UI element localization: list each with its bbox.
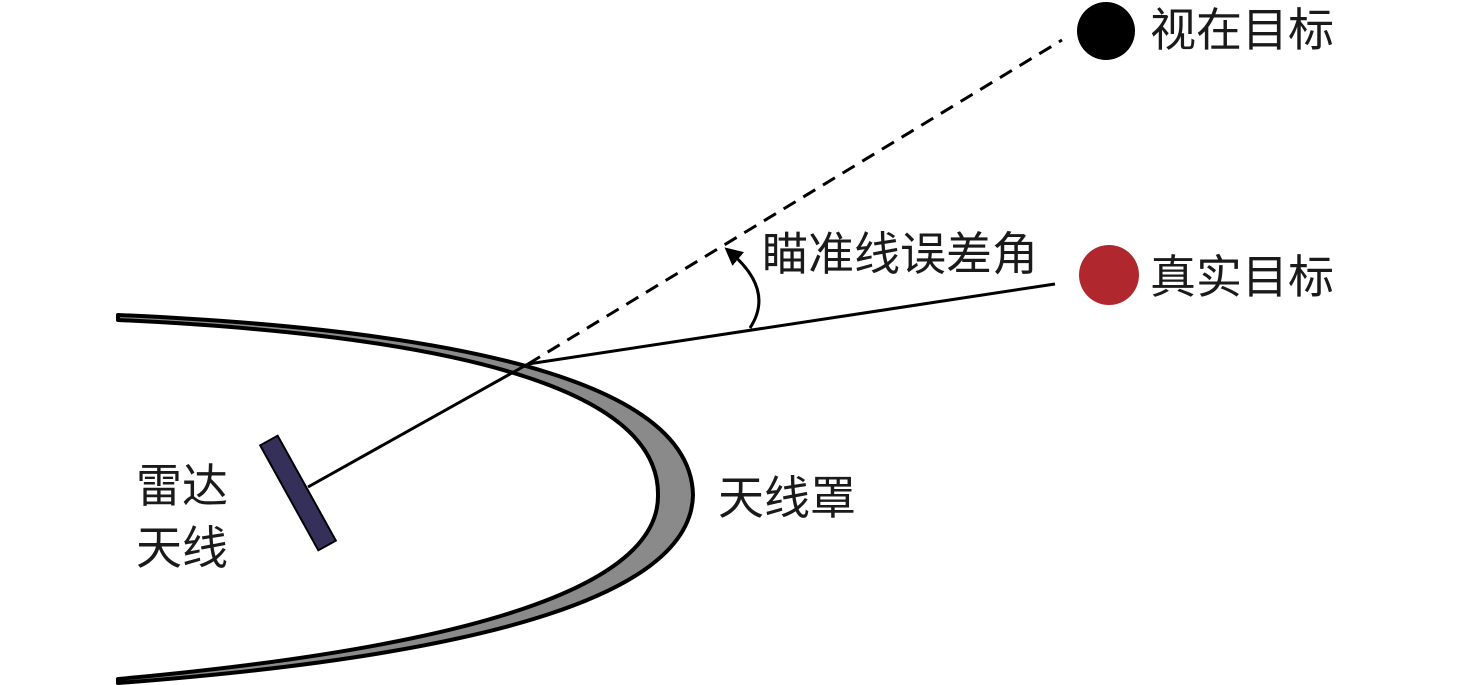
- radar-antenna-label-line2: 天线: [136, 521, 228, 575]
- apparent-target-dot: [1077, 2, 1135, 60]
- error-angle-arc: [724, 247, 761, 329]
- radome-shell: [116, 313, 695, 685]
- true-target-dot: [1079, 245, 1139, 305]
- antenna-ray: [307, 362, 529, 489]
- radar-antenna: [258, 434, 338, 552]
- radome-label: 天线罩: [718, 471, 856, 525]
- radar-antenna-label-line1: 雷达: [136, 459, 228, 513]
- boresight-error-angle-label: 瞄准线误差角: [762, 227, 1038, 281]
- apparent-target-label: 视在目标: [1150, 3, 1334, 57]
- true-line-of-sight: [527, 282, 1056, 366]
- true-target-label: 真实目标: [1150, 250, 1334, 304]
- apparent-line-of-sight: [527, 38, 1063, 366]
